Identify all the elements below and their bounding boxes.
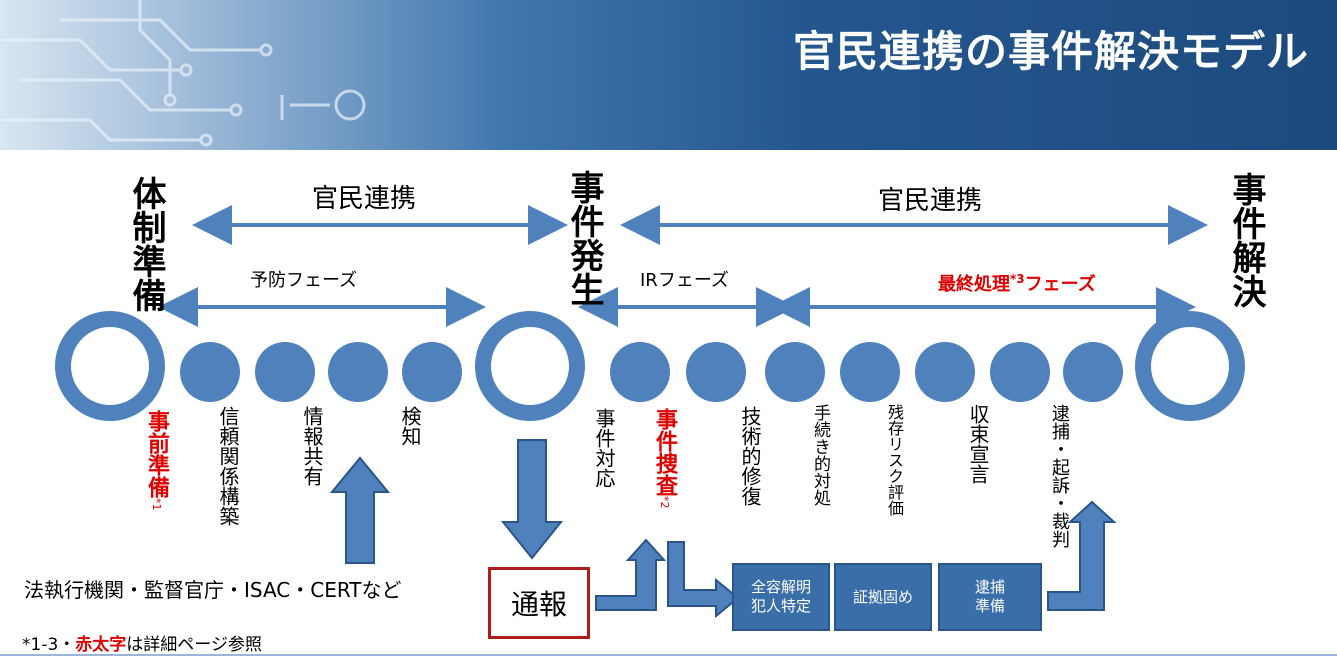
collab-right-label: 官民連携 xyxy=(878,186,983,216)
footnote-red: 赤太字 xyxy=(75,635,127,655)
process-box-arrest-prep: 逮捕 準備 xyxy=(938,563,1042,631)
step-label-6-main: 事件捜査 xyxy=(652,408,677,496)
step-label-10: 収束宣言 xyxy=(966,404,990,484)
step-node-1 xyxy=(180,342,240,402)
final-phase-label: 最終処理*3フェーズ xyxy=(938,270,1096,296)
step-node-11 xyxy=(1063,342,1123,402)
final-phase-sup: *3 xyxy=(1010,272,1025,286)
connector-arrow-1 xyxy=(595,538,667,611)
circuit-decoration xyxy=(0,0,366,147)
process-box-evidence: 証拠固め xyxy=(834,563,932,631)
process-box-3-line1: 逮捕 xyxy=(974,578,1005,597)
milestone-ring-occurrence xyxy=(475,311,585,421)
actors-label: 法執行機関・監督官庁・ISAC・CERTなど xyxy=(24,578,402,602)
up-arrow-info-share xyxy=(329,456,391,564)
milestone-occurrence: 事件発生 xyxy=(564,170,604,306)
collab-left-label: 官民連携 xyxy=(312,184,417,214)
milestone-ring-preparation xyxy=(55,311,165,421)
step-label-2: 信頼関係構築 xyxy=(216,406,240,526)
step-node-4 xyxy=(402,342,462,402)
step-node-10 xyxy=(990,342,1050,402)
step-node-3 xyxy=(328,342,388,402)
process-box-1-line2: 犯人特定 xyxy=(750,597,811,615)
step-node-8 xyxy=(840,342,900,402)
step-label-6-sup: *2 xyxy=(658,496,671,509)
footnote: *1-3・赤太字は詳細ページ参照 xyxy=(22,630,262,655)
step-node-6 xyxy=(686,342,746,402)
step-node-5 xyxy=(610,342,670,402)
step-label-6: 事件捜査*2 xyxy=(648,408,680,509)
up-arrow-trial xyxy=(1047,500,1117,611)
final-phase-tail: フェーズ xyxy=(1024,274,1096,295)
milestone-resolution: 事件解決 xyxy=(1226,172,1266,308)
notify-box: 通報 xyxy=(488,567,590,639)
step-node-7 xyxy=(765,342,825,402)
step-label-8: 手続き的対処 xyxy=(810,404,830,506)
page-title: 官民連携の事件解決モデル xyxy=(792,27,1309,76)
footnote-pre: *1-3・ xyxy=(22,635,76,655)
final-phase-main: 最終処理 xyxy=(938,274,1010,295)
step-label-4: 検知 xyxy=(398,406,422,446)
step-node-9 xyxy=(915,342,975,402)
footnote-post: は詳細ページ参照 xyxy=(126,635,262,655)
prevention-label: 予防フェーズ xyxy=(250,270,358,291)
connector-arrow-2 xyxy=(667,541,740,619)
header-banner: 官民連携の事件解決モデル xyxy=(0,0,1337,150)
milestone-ring-resolution xyxy=(1135,311,1245,421)
process-box-investigation: 全容解明 犯人特定 xyxy=(732,563,830,631)
process-box-1-line1: 全容解明 xyxy=(750,578,811,597)
ir-label: IRフェーズ xyxy=(640,270,729,291)
milestone-preparation: 体制準備 xyxy=(126,176,166,312)
step-label-3: 情報共有 xyxy=(300,406,324,486)
step-label-11: 逮捕・起訴・裁判 xyxy=(1049,404,1070,548)
step-node-2 xyxy=(255,342,315,402)
step-label-1-sup: *1 xyxy=(150,498,163,511)
step-label-1: 事前準備*1 xyxy=(140,410,172,511)
step-label-9: 残存リスク評価 xyxy=(885,404,904,516)
step-label-7: 技術的修復 xyxy=(738,406,762,506)
step-label-5: 事件対応 xyxy=(592,408,616,488)
down-arrow-notify xyxy=(500,439,564,560)
process-box-3-line2: 準備 xyxy=(974,597,1005,615)
step-label-1-main: 事前準備 xyxy=(144,410,169,498)
